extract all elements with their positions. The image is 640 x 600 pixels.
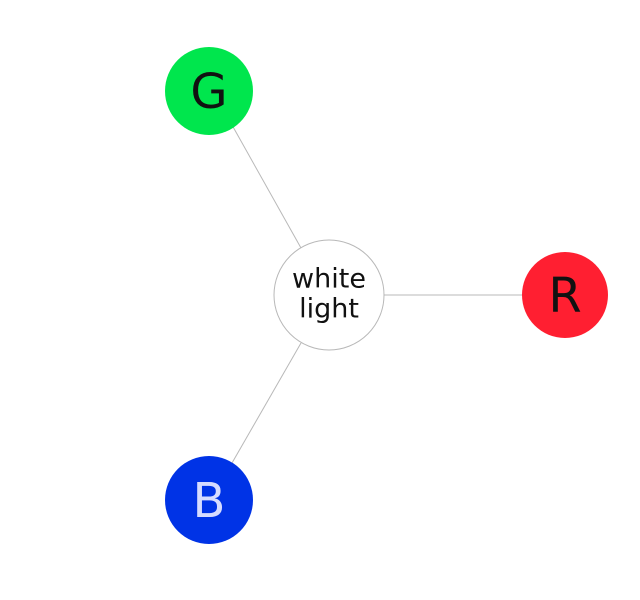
white-light-node: white light <box>273 239 385 351</box>
white-light-label-line1: white <box>292 264 366 295</box>
green-circle <box>165 47 253 135</box>
red-label: R <box>548 268 581 324</box>
green-label: G <box>190 64 227 120</box>
connector-center-to-b <box>231 342 302 464</box>
blue-node: B <box>165 456 253 544</box>
connector-center-to-g <box>231 124 302 249</box>
white-light-label-line2: light <box>299 294 359 325</box>
red-node: R <box>522 252 608 338</box>
blue-label: B <box>193 473 226 529</box>
red-circle <box>522 252 608 338</box>
blue-circle <box>165 456 253 544</box>
white-light-circle <box>273 239 385 351</box>
green-node: G <box>165 47 253 135</box>
